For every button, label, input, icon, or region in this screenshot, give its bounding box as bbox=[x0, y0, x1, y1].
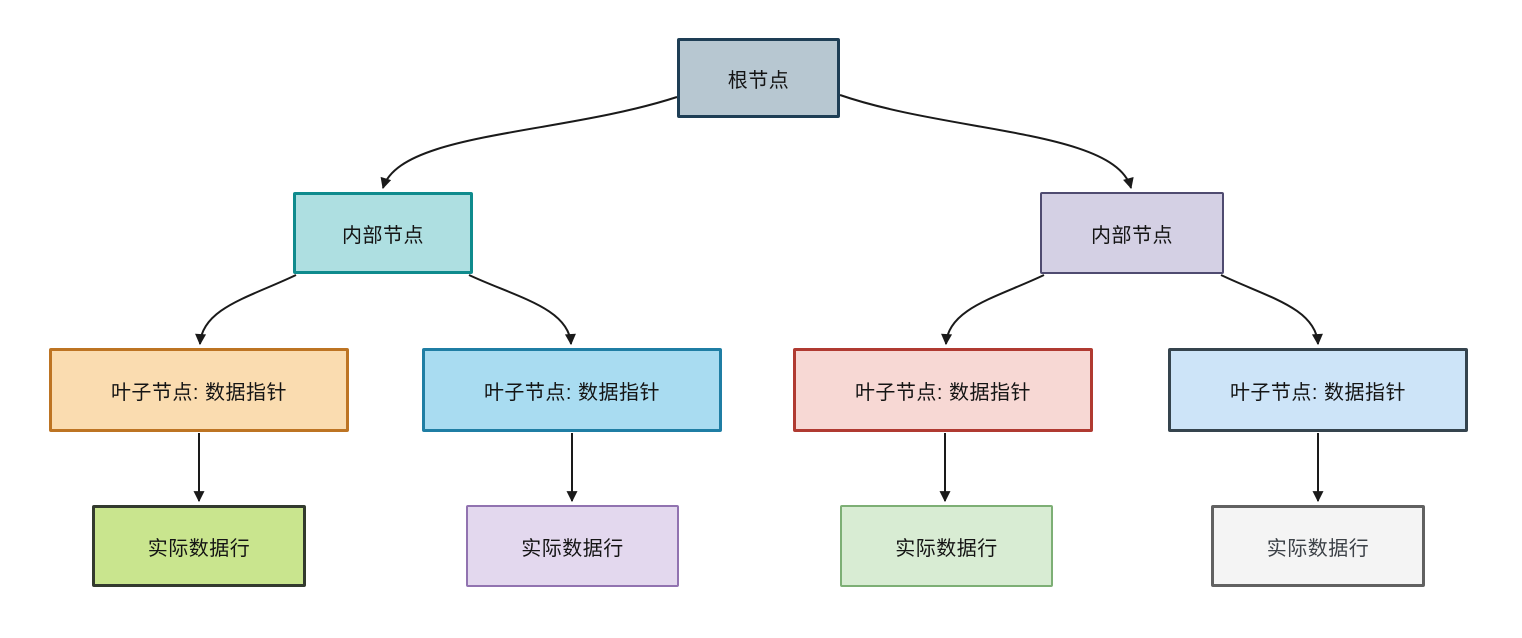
edge-internal-right-to-leaf-4 bbox=[1220, 274, 1323, 346]
node-data-row-2-label: 实际数据行 bbox=[521, 537, 624, 560]
node-leaf-4: 叶子节点: 数据指针 bbox=[1168, 348, 1468, 432]
node-leaf-3-label: 叶子节点: 数据指针 bbox=[854, 381, 1032, 404]
node-data-row-3-label: 实际数据行 bbox=[895, 537, 998, 560]
node-internal-left: 内部节点 bbox=[293, 192, 473, 274]
node-leaf-1: 叶子节点: 数据指针 bbox=[49, 348, 349, 432]
node-data-row-4-label: 实际数据行 bbox=[1266, 537, 1370, 560]
edge-internal-left-to-leaf-1 bbox=[195, 274, 297, 346]
node-leaf-4-label: 叶子节点: 数据指针 bbox=[1229, 381, 1407, 404]
node-root: 根节点 bbox=[677, 38, 840, 118]
node-leaf-3: 叶子节点: 数据指针 bbox=[793, 348, 1093, 432]
node-data-row-1: 实际数据行 bbox=[92, 505, 306, 587]
node-leaf-1-label: 叶子节点: 数据指针 bbox=[110, 381, 288, 404]
edge-root-to-internal-left bbox=[380, 96, 678, 190]
node-data-row-2: 实际数据行 bbox=[466, 505, 679, 587]
node-leaf-2-label: 叶子节点: 数据指针 bbox=[483, 381, 661, 404]
node-data-row-1-label: 实际数据行 bbox=[147, 537, 251, 560]
node-root-label: 根节点 bbox=[727, 69, 790, 92]
node-leaf-2: 叶子节点: 数据指针 bbox=[422, 348, 722, 432]
node-internal-right-label: 内部节点 bbox=[1091, 224, 1173, 247]
node-internal-left-label: 内部节点 bbox=[342, 224, 424, 247]
node-internal-right: 内部节点 bbox=[1040, 192, 1224, 274]
edge-internal-right-to-leaf-3 bbox=[941, 274, 1045, 346]
edge-root-to-internal-right bbox=[839, 94, 1134, 190]
node-data-row-3: 实际数据行 bbox=[840, 505, 1053, 587]
edge-internal-left-to-leaf-2 bbox=[468, 274, 576, 346]
node-data-row-4: 实际数据行 bbox=[1211, 505, 1425, 587]
